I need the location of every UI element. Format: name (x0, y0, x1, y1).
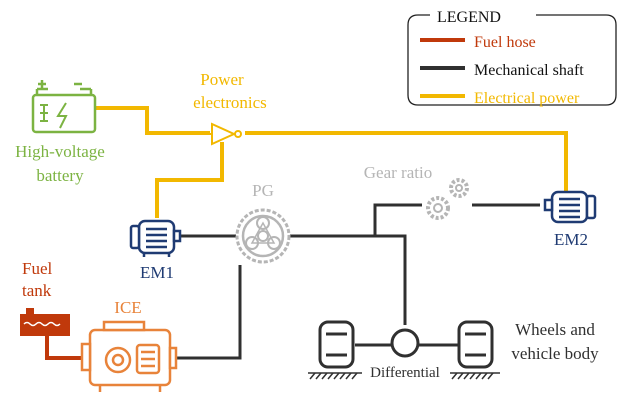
legend-fuel-label: Fuel hose (474, 34, 536, 51)
differential-label: Differential (370, 365, 440, 381)
pg-label: PG (252, 181, 274, 200)
mechanical-lines (175, 203, 540, 360)
fuel-tank-label-line2: tank (22, 281, 52, 300)
ice-engine-icon (80, 320, 178, 392)
gear-ratio-branch-shaft (373, 203, 422, 236)
differential-icon (390, 328, 420, 358)
planetary-gear-icon (235, 208, 291, 264)
right-wheel-icon (457, 320, 494, 369)
power-electronics-label-line2: electronics (193, 93, 267, 112)
em2-motor-icon (543, 190, 597, 224)
battery-label-line2: battery (36, 166, 84, 185)
electrical-lines (95, 106, 568, 218)
inverter-icon (204, 122, 242, 146)
battery-icon (31, 93, 97, 134)
ground-hatching-right (450, 372, 500, 380)
legend-mechanical-label: Mechanical shaft (474, 62, 584, 79)
battery-to-inverter-wire (95, 106, 210, 135)
ground-hatching-left (308, 372, 362, 380)
wheels-label-line1: Wheels and (515, 320, 595, 339)
em1-label: EM1 (140, 263, 174, 282)
gear-ratio-icon (426, 178, 469, 220)
left-wheel-icon (318, 320, 355, 369)
pg-to-output-shaft (290, 234, 407, 325)
legend: LEGEND Fuel hose Mechanical shaft Electr… (407, 9, 617, 107)
inverter-to-em2-wire (245, 131, 568, 192)
gear-ratio-label: Gear ratio (364, 163, 432, 182)
legend-title: LEGEND (437, 9, 501, 26)
power-electronics-label-line1: Power (200, 70, 244, 89)
em1-motor-icon (129, 219, 182, 257)
fuel-lines (45, 336, 82, 360)
tank-to-ice-hose (45, 336, 82, 360)
fuel-tank-icon (20, 308, 70, 336)
pg-to-ice-shaft (175, 265, 242, 360)
battery-label-line1: High-voltage (15, 142, 105, 161)
fuel-tank-label-line1: Fuel (22, 259, 53, 278)
battery (31, 80, 97, 134)
em2-label: EM2 (554, 230, 588, 249)
inverter-to-em1-wire (155, 142, 224, 218)
wheels-label-line2: vehicle body (511, 344, 599, 363)
legend-frame (407, 14, 617, 106)
legend-electrical-label: Electrical power (474, 90, 580, 107)
ice-label: ICE (114, 298, 141, 317)
